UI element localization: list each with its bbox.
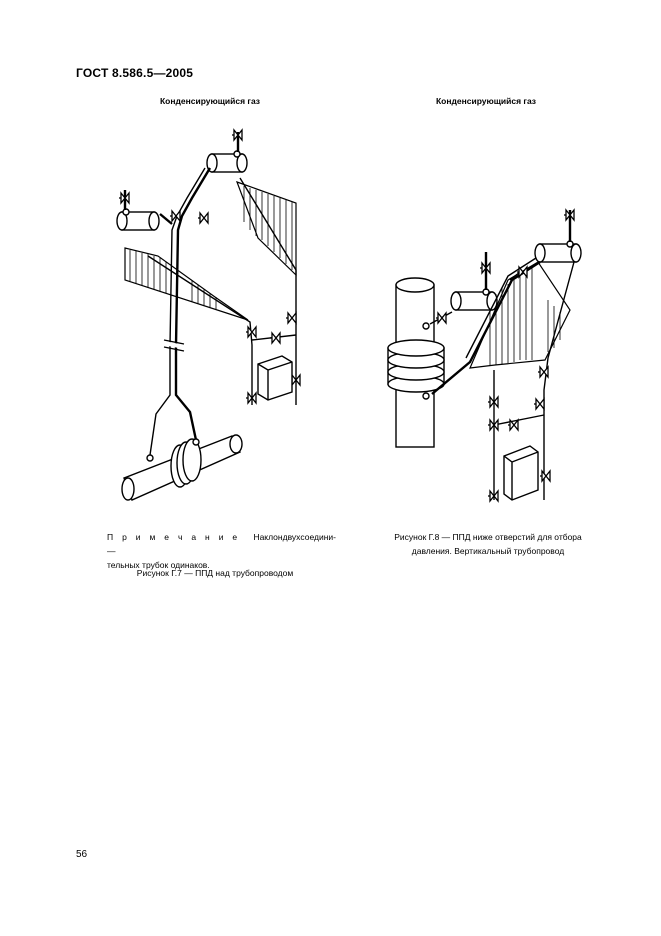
figure8-condensing-vessel-right [534,240,582,263]
note-label: П р и м е ч а н и е — [107,532,241,556]
figure7-condensing-vessel-left [116,208,160,231]
note-word: двух [282,532,301,542]
figure7-condensing-vessel-top [206,150,248,173]
figure7-transmitter [257,355,293,401]
figure7-caption: Рисунок Г.7 — ППД над трубопроводом [136,568,294,578]
note-word: Наклон [253,532,283,542]
figure7-title: Конденсирующийся газ [159,96,261,106]
figure8-caption-line1: Рисунок Г.8 — ППД ниже отверстий для отб… [394,532,582,542]
figure7-note: П р и м е ч а н и е — Наклон двух соедин… [107,530,336,572]
figure8-caption-line2: давления. Вертикальный трубопровод [411,546,565,556]
figure8-transmitter [503,445,539,501]
figure7-impulse-tubes [123,132,297,456]
note-word: соедини- [300,532,336,542]
page-number: 56 [76,849,88,860]
figure8-caption: Рисунок Г.8 — ППД ниже отверстий для отб… [370,530,606,558]
figure8-condensing-vessel-left [450,288,498,311]
document-code: ГОСТ 8.586.5—2005 [76,66,194,80]
figure7-pipeline [121,434,243,501]
note-line2: тельных трубок одинаков. [107,560,210,570]
figure8-impulse-tubes [429,210,575,500]
figure8-pipeline [387,277,445,448]
figure8-title: Конденсирующийся газ [435,96,537,106]
